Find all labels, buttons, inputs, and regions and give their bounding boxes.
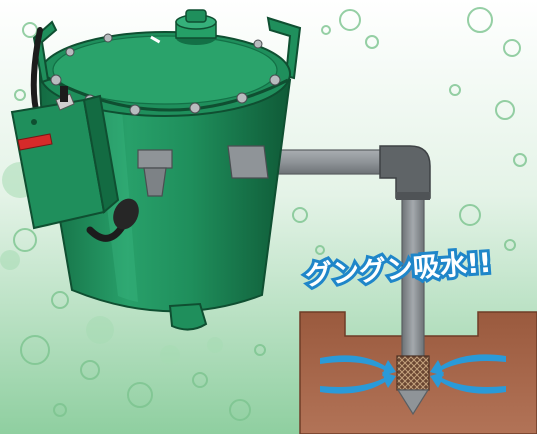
side-outlet-nut — [228, 146, 268, 178]
lid-cap-grip — [186, 10, 206, 22]
horizontal-pipe — [262, 150, 392, 174]
strainer-mesh — [397, 356, 429, 390]
switch-lever — [60, 86, 68, 102]
outlet-stub-nut — [138, 150, 172, 168]
elbow-collar — [396, 192, 430, 200]
drain-cap — [170, 304, 206, 330]
outlet-stub — [144, 168, 166, 196]
control-screw — [31, 119, 37, 125]
